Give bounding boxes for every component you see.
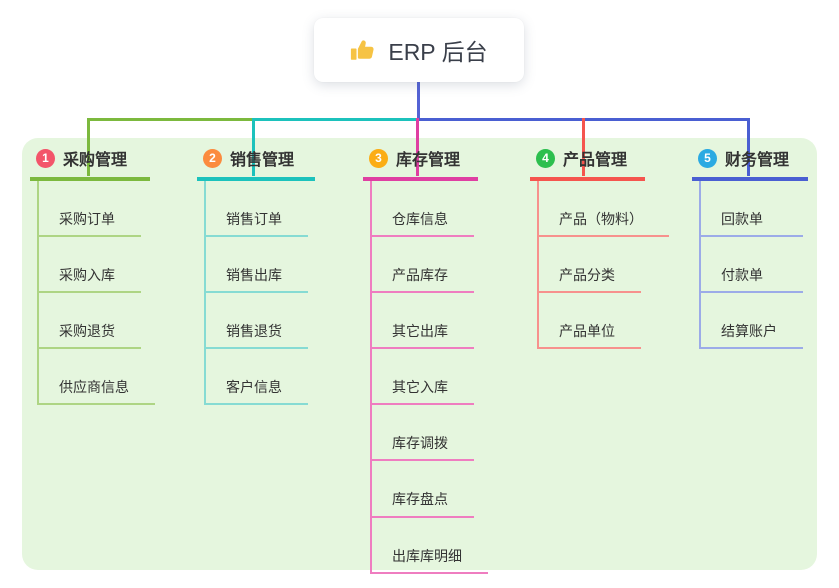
branch-drop-line	[747, 118, 750, 176]
branch-title[interactable]: 1 采购管理	[30, 146, 150, 181]
branches-background-panel	[22, 138, 817, 570]
branch-number-badge: 3	[369, 148, 388, 168]
branch-drop-line	[252, 118, 255, 176]
child-node[interactable]: 结算账户	[701, 293, 803, 350]
branch-drop-line	[582, 118, 585, 176]
branch-drop-line	[416, 118, 419, 176]
horizontal-connector-line	[87, 118, 255, 121]
branch-node-5[interactable]: 5 财务管理 回款单付款单结算账户	[692, 146, 808, 350]
branch-label: 产品管理	[563, 152, 628, 169]
child-node[interactable]: 采购入库	[39, 237, 141, 294]
child-node[interactable]: 产品（物料）	[539, 181, 669, 238]
child-node[interactable]: 产品单位	[539, 293, 641, 350]
child-node[interactable]: 产品库存	[372, 237, 474, 294]
child-node[interactable]: 销售出库	[206, 237, 308, 294]
child-node[interactable]: 付款单	[701, 237, 803, 294]
child-node[interactable]: 产品分类	[539, 237, 641, 294]
child-node[interactable]: 出库库明细	[372, 518, 488, 574]
child-node[interactable]: 库存盘点	[372, 461, 474, 518]
branch-node-3[interactable]: 3 库存管理 仓库信息产品库存其它出库其它入库库存调拨库存盘点出库库明细	[363, 146, 488, 574]
root-title: ERP 后台	[388, 39, 488, 65]
branch-children: 销售订单销售出库销售退货客户信息	[204, 181, 315, 406]
branch-node-4[interactable]: 4 产品管理 产品（物料）产品分类产品单位	[530, 146, 669, 350]
branch-children: 产品（物料）产品分类产品单位	[537, 181, 669, 350]
child-node[interactable]: 库存调拨	[372, 405, 474, 462]
child-node[interactable]: 采购退货	[39, 293, 141, 350]
branch-node-2[interactable]: 2 销售管理 销售订单销售出库销售退货客户信息	[197, 146, 315, 406]
child-node[interactable]: 回款单	[701, 181, 803, 238]
root-node[interactable]: ERP 后台	[314, 18, 524, 82]
branch-title[interactable]: 2 销售管理	[197, 146, 315, 181]
child-node[interactable]: 客户信息	[206, 349, 308, 406]
child-node[interactable]: 采购订单	[39, 181, 141, 238]
child-node[interactable]: 其它入库	[372, 349, 474, 406]
branch-title[interactable]: 5 财务管理	[692, 146, 808, 181]
branch-number-badge: 4	[536, 148, 555, 168]
branch-label: 销售管理	[230, 152, 295, 169]
child-node[interactable]: 销售退货	[206, 293, 308, 350]
branch-number-badge: 1	[36, 148, 55, 168]
child-node[interactable]: 仓库信息	[372, 181, 474, 238]
branch-title[interactable]: 3 库存管理	[363, 146, 478, 181]
branch-node-1[interactable]: 1 采购管理 采购订单采购入库采购退货供应商信息	[30, 146, 155, 406]
branch-label: 库存管理	[396, 152, 461, 169]
horizontal-connector-line	[252, 118, 418, 121]
branch-children: 回款单付款单结算账户	[699, 181, 808, 350]
branch-title[interactable]: 4 产品管理	[530, 146, 645, 181]
branch-label: 财务管理	[725, 152, 790, 169]
child-node[interactable]: 其它出库	[372, 293, 474, 350]
child-node[interactable]: 销售订单	[206, 181, 308, 238]
branch-children: 采购订单采购入库采购退货供应商信息	[37, 181, 155, 406]
branch-children: 仓库信息产品库存其它出库其它入库库存调拨库存盘点出库库明细	[370, 181, 488, 574]
thumbs-up-icon	[351, 39, 374, 60]
branch-label: 采购管理	[63, 152, 128, 169]
child-node[interactable]: 供应商信息	[39, 349, 155, 406]
root-connector-line	[417, 82, 420, 121]
branch-number-badge: 5	[698, 148, 717, 168]
branch-number-badge: 2	[203, 148, 222, 168]
branch-drop-line	[87, 118, 90, 176]
